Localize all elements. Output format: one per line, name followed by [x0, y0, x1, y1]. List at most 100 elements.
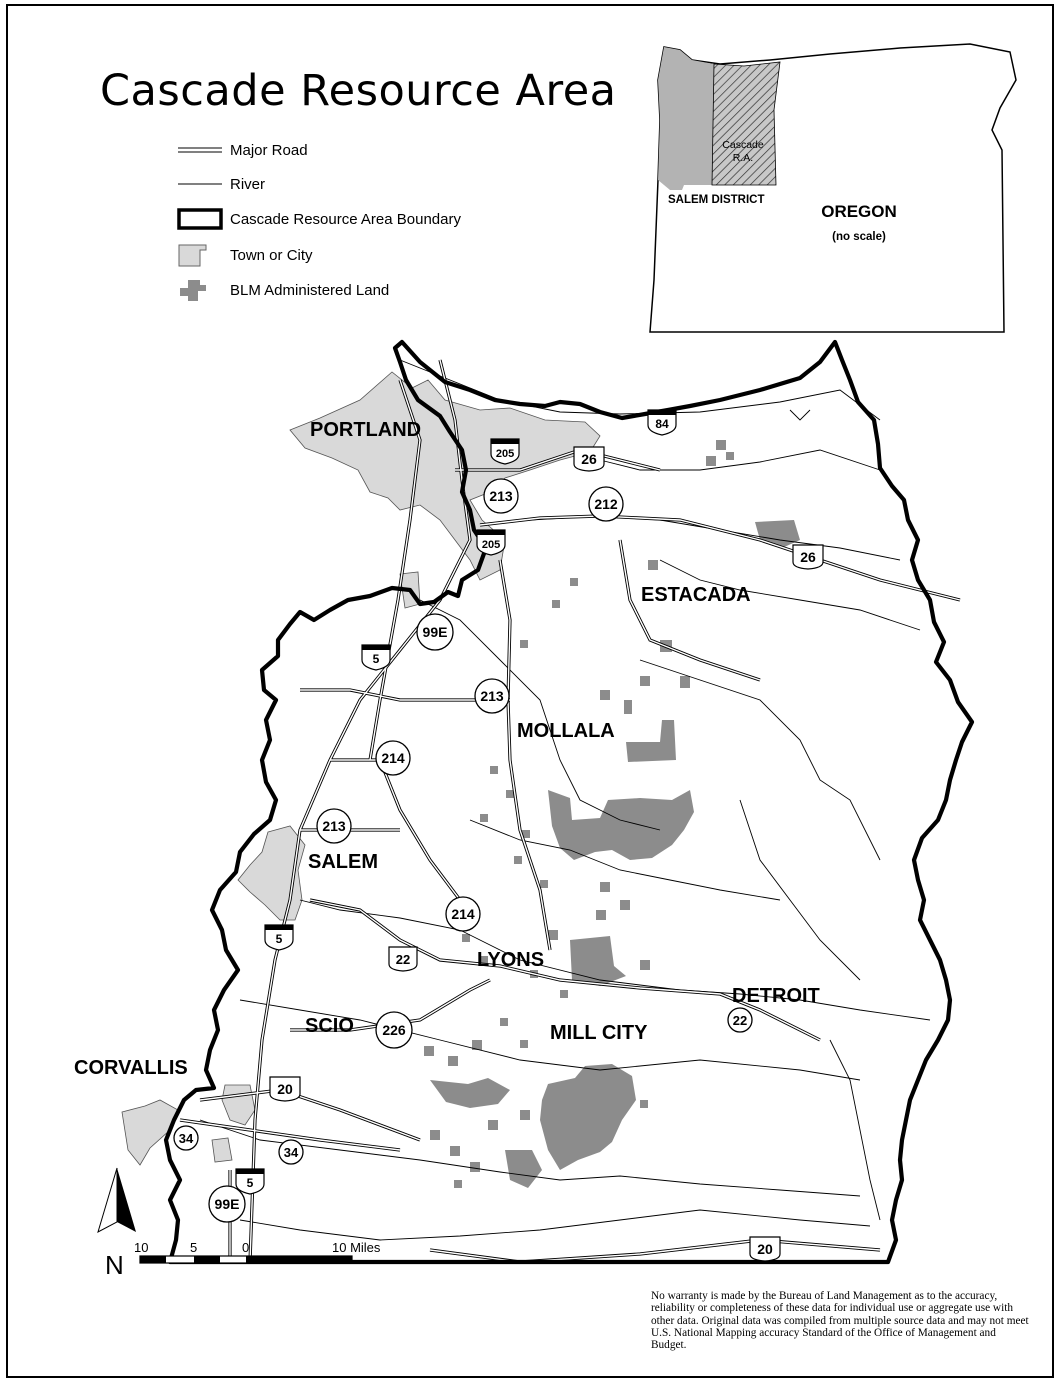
or-99e-shield: 99E [416, 613, 454, 651]
bold-outline-icon [176, 206, 224, 232]
albany-area [221, 1084, 256, 1126]
state-route-shields: 213 212 99E 213 214 213 214 22 226 34 34… [173, 478, 753, 1223]
legend-town: Town or City [176, 242, 313, 268]
or-213-shield: 213 [316, 808, 352, 844]
lebanon-area [211, 1137, 233, 1163]
map-frame [6, 4, 1054, 1378]
dark-gray-patch-icon [176, 277, 224, 303]
svg-text:205: 205 [482, 539, 500, 551]
blm-mill-city-west [430, 1078, 510, 1108]
svg-text:99E: 99E [215, 1196, 240, 1212]
scale-tick: 5 [190, 1240, 198, 1255]
blm-mill-city-south [505, 1150, 542, 1188]
or-213-shield: 213 [474, 678, 510, 714]
blm-land [424, 440, 800, 1188]
map-title: Cascade Resource Area [100, 66, 617, 116]
svg-text:212: 212 [594, 496, 618, 512]
interstate-shields: 84 205 205 5 5 [235, 409, 677, 1195]
interstate-5-shield: 5 [264, 924, 294, 951]
interstate-5-shield: 5 [361, 644, 391, 671]
us-route-shields: 26 26 22 20 20 [269, 446, 824, 1262]
town-areas [121, 371, 601, 1166]
svg-text:20: 20 [757, 1241, 773, 1257]
svg-text:213: 213 [480, 688, 504, 704]
legend-label: Cascade Resource Area Boundary [230, 210, 461, 228]
svg-text:5: 5 [373, 652, 380, 666]
legend-label: Major Road [230, 141, 308, 159]
scale-bar [139, 1255, 353, 1264]
interstate-205-shield: 205 [490, 438, 520, 465]
label-portland: PORTLAND [310, 419, 421, 441]
scale-tick: 10 [134, 1240, 149, 1255]
or-213-shield: 213 [483, 478, 519, 514]
svg-text:26: 26 [800, 549, 816, 565]
or-214-shield: 214 [375, 740, 411, 776]
label-corvallis: CORVALLIS [74, 1057, 188, 1079]
blm-molalla-block [548, 790, 694, 860]
salem-district-shape [658, 47, 714, 190]
inset-area-label-1: Cascade [722, 139, 764, 151]
svg-text:5: 5 [276, 932, 283, 946]
svg-text:214: 214 [381, 750, 405, 766]
scale-tick: 0 [242, 1240, 250, 1255]
svg-text:22: 22 [733, 1013, 747, 1028]
label-salem: SALEM [308, 851, 378, 873]
legend-river: River [176, 171, 265, 197]
us-26-shield: 26 [792, 544, 824, 570]
us-22-shield: 22 [388, 946, 418, 972]
inset-area-label-2: R.A. [733, 152, 753, 164]
svg-text:26: 26 [581, 451, 597, 467]
interstate-84-shield: 84 [647, 409, 677, 436]
label-lyons: LYONS [477, 949, 544, 971]
blm-molalla-east [626, 720, 676, 762]
north-label: N [105, 1250, 124, 1280]
disclaimer-text: No warranty is made by the Bureau of Lan… [651, 1290, 1029, 1352]
svg-text:34: 34 [284, 1145, 299, 1160]
svg-text:20: 20 [277, 1081, 293, 1097]
double-line-icon [176, 137, 224, 163]
salem-area [237, 825, 306, 921]
legend-label: Town or City [230, 246, 313, 264]
legend-label: BLM Administered Land [230, 281, 390, 299]
or-226-shield: 226 [375, 1011, 413, 1049]
cascade-ra-shape [711, 61, 781, 186]
inset-scale-note: (no scale) [832, 231, 886, 243]
svg-text:22: 22 [396, 952, 410, 967]
label-scio: SCIO [305, 1015, 354, 1037]
legend-label: River [230, 175, 266, 193]
us-20-shield: 20 [269, 1076, 301, 1102]
label-estacada: ESTACADA [641, 584, 751, 606]
or-214-shield: 214 [445, 896, 481, 932]
interstate-5-shield: 5 [235, 1168, 265, 1195]
inset-state-label: OREGON [821, 202, 897, 221]
blm-mill-city-block [540, 1064, 636, 1170]
interstate-205-shield: 205 [476, 529, 506, 556]
svg-text:34: 34 [179, 1131, 194, 1146]
us-26-shield: 26 [573, 446, 605, 472]
inset-district-label: SALEM DISTRICT [668, 194, 764, 206]
place-labels: PORTLAND ESTACADA MOLLALA SALEM LYONS DE… [74, 419, 820, 1079]
svg-text:213: 213 [322, 818, 346, 834]
label-detroit: DETROIT [732, 985, 820, 1007]
or-34-shield: 34 [173, 1125, 199, 1151]
scale-tick: 10 Miles [332, 1240, 381, 1255]
svg-text:5: 5 [247, 1176, 254, 1190]
svg-text:84: 84 [655, 417, 669, 431]
legend-major-road: Major Road [176, 137, 308, 163]
thin-line-icon [176, 171, 224, 197]
north-arrow-icon: N [97, 1167, 136, 1280]
or-212-shield: 212 [588, 486, 624, 522]
svg-text:226: 226 [382, 1022, 406, 1038]
blm-estacada [755, 520, 800, 548]
us-20-shield: 20 [749, 1236, 781, 1262]
or-99e-shield: 99E [208, 1185, 246, 1223]
svg-text:205: 205 [496, 448, 514, 460]
or-34-shield: 34 [278, 1139, 304, 1165]
svg-text:213: 213 [489, 488, 513, 504]
oregon-inset-map: Cascade R.A. SALEM DISTRICT OREGON (no s… [649, 43, 1017, 333]
or-22-shield: 22 [727, 1007, 753, 1033]
blm-lyons [570, 936, 626, 986]
svg-text:214: 214 [451, 906, 475, 922]
